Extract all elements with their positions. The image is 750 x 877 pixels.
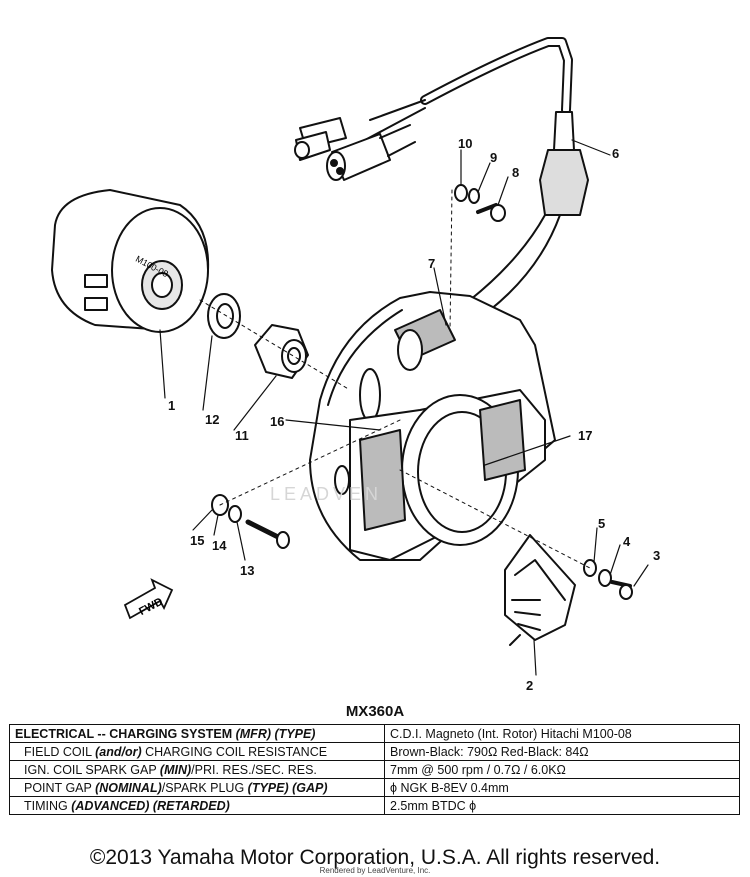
callout-9: 9: [490, 150, 497, 165]
copyright-text: ©2013 Yamaha Motor Corporation, U.S.A. A…: [89, 846, 661, 869]
screw-13: [245, 519, 290, 549]
callout-8: 8: [512, 165, 519, 180]
spec-label-part: (and/or): [95, 744, 142, 759]
washer-14: [228, 505, 242, 523]
callout-10: 10: [458, 136, 472, 151]
wire-harness: [420, 37, 573, 115]
spec-label-part: (MFR) (TYPE): [235, 726, 316, 741]
spec-value: 2.5mm BTDC ϕ: [384, 796, 740, 815]
spec-table: ELECTRICAL -- CHARGING SYSTEM (MFR) (TYP…: [9, 724, 740, 815]
spec-value: Brown-Black: 790Ω Red-Black: 84Ω: [384, 742, 740, 761]
spec-label-part: TIMING: [24, 798, 72, 813]
connector-plugs: [294, 117, 416, 181]
callout-3: 3: [653, 548, 660, 563]
screw-3: [610, 580, 633, 600]
spec-label: IGN. COIL SPARK GAP (MIN)/PRI. RES./SEC.…: [9, 760, 385, 779]
spec-value: ϕ NGK B-8EV 0.4mm: [384, 778, 740, 797]
callout-16: 16: [270, 414, 284, 429]
spec-label: TIMING (ADVANCED) (RETARDED): [9, 796, 385, 815]
spec-label-part: (NOMINAL): [95, 780, 162, 795]
callout-11: 11: [235, 428, 249, 443]
spec-label-part: -- CHARGING SYSTEM: [93, 726, 236, 741]
spec-label-part: /SPARK PLUG: [161, 780, 248, 795]
pickup-coil: [504, 534, 576, 646]
callout-15: 15: [190, 533, 204, 548]
spec-label-part: (ADVANCED) (RETARDED): [71, 798, 230, 813]
watermark-text: LEADVEN: [270, 484, 383, 504]
model-title: MX360A: [345, 703, 405, 720]
spec-label-part: (MIN): [159, 762, 192, 777]
nut: [254, 324, 309, 379]
callout-5: 5: [598, 516, 605, 531]
fwd-arrow: FWD: [123, 578, 174, 620]
spec-value: C.D.I. Magneto (Int. Rotor) Hitachi M100…: [384, 724, 740, 743]
callout-6: 6: [612, 146, 619, 161]
spec-row: FIELD COIL (and/or) CHARGING COIL RESIST…: [9, 742, 740, 761]
spec-label: ELECTRICAL -- CHARGING SYSTEM (MFR) (TYP…: [9, 724, 385, 743]
callout-4: 4: [623, 534, 631, 549]
spec-label: POINT GAP (NOMINAL)/SPARK PLUG (TYPE) (G…: [9, 778, 385, 797]
spec-label: FIELD COIL (and/or) CHARGING COIL RESIST…: [9, 742, 385, 761]
callout-7: 7: [428, 256, 435, 271]
callout-2: 2: [526, 678, 533, 693]
spec-label-part: ELECTRICAL: [15, 726, 94, 741]
callout-17: 17: [578, 428, 592, 443]
spec-label-part: POINT GAP: [24, 780, 96, 795]
spec-row: ELECTRICAL -- CHARGING SYSTEM (MFR) (TYP…: [9, 724, 740, 743]
rotor-flywheel: [51, 189, 210, 333]
spec-row: POINT GAP (NOMINAL)/SPARK PLUG (TYPE) (G…: [9, 778, 740, 797]
washer-4: [598, 569, 612, 587]
rendered-by-text: Rendered by LeadVenture, Inc.: [319, 866, 431, 875]
spec-label-part: IGN. COIL SPARK GAP: [24, 762, 160, 777]
washer-9: [468, 188, 480, 204]
spec-label-part: (TYPE) (GAP): [247, 780, 328, 795]
callout-13: 13: [240, 563, 254, 578]
spec-label-part: CHARGING COIL RESISTANCE: [141, 744, 328, 759]
washer: [207, 293, 241, 339]
spec-label-part: /PRI. RES./SEC. RES.: [191, 762, 317, 777]
spec-row: TIMING (ADVANCED) (RETARDED)2.5mm BTDC ϕ: [9, 796, 740, 815]
screw-8: [476, 203, 506, 222]
washer-10: [454, 184, 468, 202]
washer-5: [583, 559, 597, 577]
stator-base-plate: [309, 291, 556, 561]
spec-row: IGN. COIL SPARK GAP (MIN)/PRI. RES./SEC.…: [9, 760, 740, 779]
callout-1: 1: [168, 398, 175, 413]
callout-14: 14: [212, 538, 227, 553]
callout-12: 12: [205, 412, 219, 427]
spec-value: 7mm @ 500 rpm / 0.7Ω / 6.0KΩ: [384, 760, 740, 779]
spec-label-part: FIELD COIL: [24, 744, 96, 759]
